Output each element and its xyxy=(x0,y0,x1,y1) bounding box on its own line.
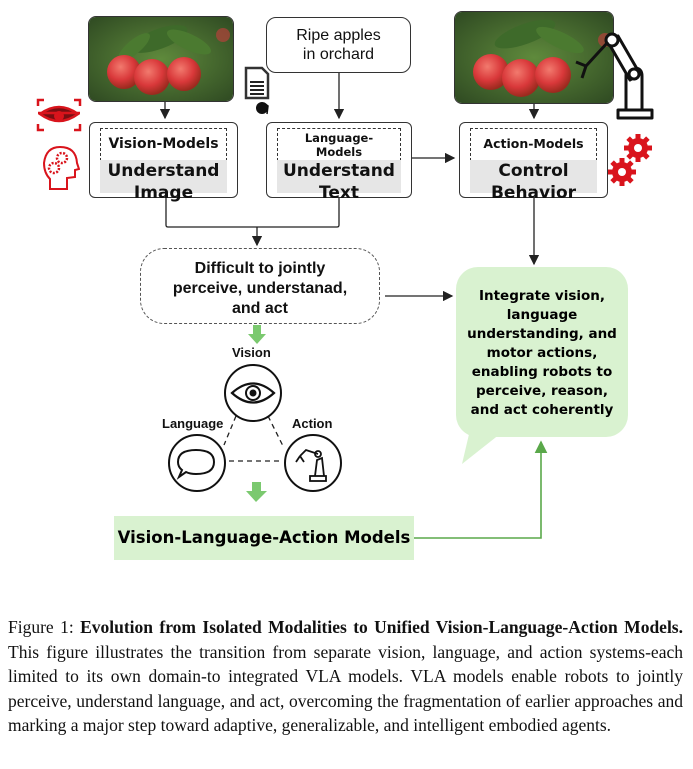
figure-title: Evolution from Isolated Modalities to Un… xyxy=(80,617,683,637)
figure-body: This figure illustrates the transition f… xyxy=(8,641,683,736)
integrate-line: motor actions, xyxy=(486,345,598,361)
language-models-header: Language- Models xyxy=(277,128,401,161)
eye-scan-icon xyxy=(36,98,82,132)
head-gears-icon xyxy=(42,145,80,190)
integrate-line: language xyxy=(506,307,578,323)
prompt-line: Ripe apples xyxy=(296,27,381,44)
vision-eye-icon xyxy=(224,364,282,422)
action-body-line: Control xyxy=(498,161,569,181)
integrate-line: understanding, and xyxy=(467,326,617,342)
vision-body-line: Understand xyxy=(107,161,220,181)
dashed-vision-action xyxy=(267,415,285,449)
action-body-line: Behavior xyxy=(490,183,577,203)
action-models-body: Control Behavior xyxy=(470,160,597,203)
language-body-line: Text xyxy=(319,183,359,203)
language-models-box: Language- Models Understand Text xyxy=(266,122,412,203)
document-text-icon xyxy=(244,66,270,115)
integrate-speech-bubble: Integrate vision, language understanding… xyxy=(456,267,628,437)
vision-body-line: Image xyxy=(133,183,194,203)
merge-line xyxy=(165,198,340,228)
difficult-integration-box: Difficult to jointly perceive, understan… xyxy=(140,248,380,324)
triad-vision-label: Vision xyxy=(232,345,271,360)
vla-evolution-diagram: Vision-Models Understand Image Language-… xyxy=(36,11,654,560)
action-models-header: Action-Models xyxy=(470,128,597,161)
language-speech-icon xyxy=(168,434,226,492)
apple-orchard-image-action xyxy=(454,11,614,104)
triad-action-label: Action xyxy=(292,416,333,431)
action-models-box: Action-Models Control Behavior xyxy=(459,122,608,203)
figure-caption: Figure 1: Evolution from Isolated Modali… xyxy=(8,615,683,738)
speech-bubble-tail xyxy=(462,430,505,464)
language-header-line: Models xyxy=(315,145,363,159)
action-robot-icon xyxy=(284,434,342,492)
arrow-vla-to-integrate xyxy=(414,440,548,539)
integrate-line: enabling robots to xyxy=(471,364,613,380)
difficult-line: perceive, understanad, xyxy=(172,280,348,297)
triad-language-label: Language xyxy=(162,416,224,431)
robot-arm-icon xyxy=(575,32,654,120)
figure-label: Figure 1: xyxy=(8,617,74,637)
integrate-line: Integrate vision, xyxy=(478,288,606,304)
integrate-line: and act coherently xyxy=(470,402,614,418)
text-prompt-box: Ripe apples in orchard xyxy=(266,17,411,73)
prompt-line: in orchard xyxy=(302,46,375,63)
vision-models-body: Understand Image xyxy=(100,160,227,203)
difficult-line: Difficult to jointly xyxy=(194,260,326,277)
green-arrow-down-2 xyxy=(246,482,267,502)
vision-models-header: Vision-Models xyxy=(100,128,227,161)
difficult-line: and act xyxy=(231,300,288,317)
integrate-line: perceive, reason, xyxy=(475,383,609,399)
green-arrow-down-1 xyxy=(248,325,266,344)
language-header-line: Language- xyxy=(304,131,374,145)
vision-models-box: Vision-Models Understand Image xyxy=(89,122,238,203)
vla-models-box: Vision-Language-Action Models xyxy=(114,516,414,560)
language-models-body: Understand Text xyxy=(277,160,401,203)
language-body-line: Understand xyxy=(283,161,395,181)
connectors xyxy=(159,73,548,539)
apple-orchard-image-vision xyxy=(88,16,234,102)
gears-icon xyxy=(608,134,652,186)
